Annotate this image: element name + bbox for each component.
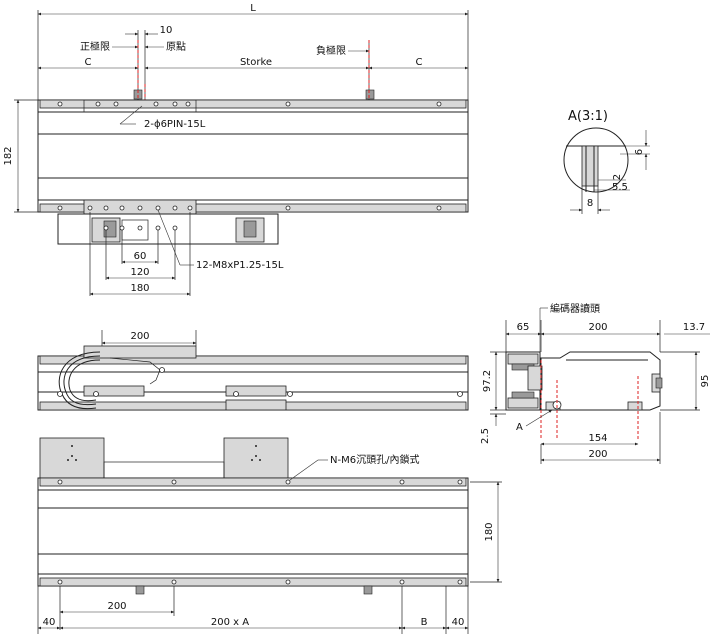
marker-a: A bbox=[516, 422, 523, 433]
dim-c-right: C bbox=[416, 57, 423, 68]
detail-title: A(3:1) bbox=[568, 109, 608, 124]
side-view: 200 bbox=[37, 330, 469, 411]
end-dim-200-bottom: 200 bbox=[588, 449, 607, 460]
dim-182: 182 bbox=[3, 146, 14, 165]
bottom-view: N-M6沉頭孔/內鎖式 180 200 40 200 x A B 40 bbox=[37, 437, 502, 634]
detail-dim-8: 8 bbox=[587, 198, 593, 209]
screw-callout: 12-M8xP1.25-15L bbox=[196, 260, 284, 271]
dim-overall-length: L bbox=[250, 3, 256, 14]
bottom-dim-200: 200 bbox=[107, 601, 126, 612]
end-dim-200-top: 200 bbox=[588, 322, 607, 333]
dim-stroke: Storke bbox=[240, 57, 272, 68]
side-dim-200: 200 bbox=[130, 331, 149, 342]
dim-120: 120 bbox=[130, 267, 149, 278]
detail-a-view: A(3:1) 6 2 5.5 8 bbox=[563, 109, 650, 214]
end-dim-65: 65 bbox=[517, 322, 530, 333]
detail-dim-5-5: 5.5 bbox=[612, 182, 628, 193]
bottom-dim-180: 180 bbox=[484, 522, 495, 541]
pin-callout: 2-ϕ6PIN-15L bbox=[144, 119, 206, 130]
end-dim-97-2: 97.2 bbox=[482, 370, 493, 392]
end-view: 編碼器讀頭 65 200 13.7 97.2 bbox=[480, 302, 711, 464]
neg-limit-label: 負極限 bbox=[316, 44, 346, 57]
dim-c-left: C bbox=[85, 57, 92, 68]
dim-60: 60 bbox=[134, 251, 147, 262]
bottom-dim-b: B bbox=[421, 617, 428, 628]
encoder-label: 編碼器讀頭 bbox=[550, 302, 600, 315]
end-dim-95: 95 bbox=[700, 375, 711, 388]
top-view: L 10 正極限 原點 負極限 C Storke C bbox=[3, 3, 469, 296]
end-dim-154: 154 bbox=[588, 433, 607, 444]
dim-180: 180 bbox=[130, 283, 149, 294]
rail-holes-top bbox=[57, 101, 442, 211]
pos-limit-label: 正極限 bbox=[80, 40, 110, 53]
bottom-dim-40-right: 40 bbox=[452, 617, 465, 628]
end-dim-13-7: 13.7 bbox=[683, 322, 705, 333]
detail-dim-2: 2 bbox=[612, 174, 623, 180]
bottom-dim-40-left: 40 bbox=[43, 617, 56, 628]
detail-dim-6: 6 bbox=[634, 149, 645, 155]
carriage-dots bbox=[67, 445, 261, 461]
dim-10: 10 bbox=[160, 25, 173, 36]
bottom-dim-200xa: 200 x A bbox=[211, 617, 249, 628]
end-dim-2-5: 2.5 bbox=[480, 428, 491, 444]
mount-callout: N-M6沉頭孔/內鎖式 bbox=[330, 453, 419, 466]
origin-label: 原點 bbox=[166, 40, 186, 53]
mount-holes bbox=[57, 479, 463, 585]
